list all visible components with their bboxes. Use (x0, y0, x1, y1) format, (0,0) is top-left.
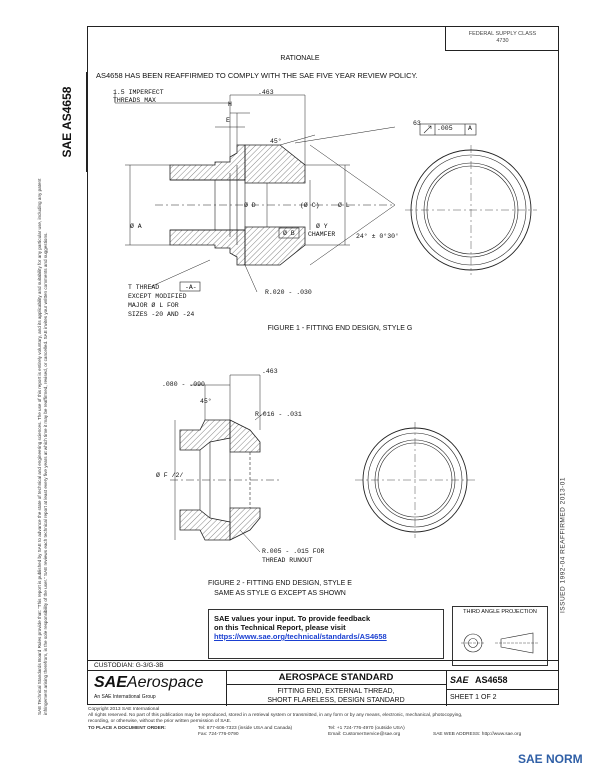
figure1-drawing (114, 93, 537, 293)
side-divider (86, 72, 87, 172)
fig2-label-45: 45° (200, 398, 212, 405)
fig1-label-except1: EXCEPT MODIFIED (128, 293, 187, 300)
fig1-label-except2: MAJOR Ø L FOR (128, 302, 179, 309)
document-title-line2: SHORT FLARELESS, DESIGN STANDARD (267, 697, 405, 704)
title-block-right: SAE AS4658 SHEET 1 OF 2 (446, 671, 558, 706)
fig1-lower-nose (244, 226, 306, 266)
feedback-link[interactable]: https://www.sae.org/technical/standards/… (214, 632, 387, 641)
projection-title: THIRD ANGLE PROJECTION (463, 609, 537, 615)
fig2-upper-section (179, 419, 231, 451)
federal-supply-class-box: FEDERAL SUPPLY CLASS 4730 (445, 26, 559, 51)
fig1-datum-ref: A (468, 125, 472, 132)
fig1-label-t-thread: T THREAD (128, 284, 160, 291)
fig1-label-45: 45° (270, 138, 282, 145)
fig1-label-except3: SIZES -20 AND -24 (128, 311, 195, 318)
footer-rights: All rights reserved. No part of this pub… (88, 713, 463, 719)
fig1-label-dia-a: Ø A (130, 223, 142, 230)
rationale-text: AS4658 HAS BEEN REAFFIRMED TO COMPLY WIT… (96, 71, 418, 80)
fig1-label-dia-c: (Ø C) (300, 202, 320, 209)
fig1-upper-nose (244, 144, 306, 184)
fig1-label-dia-b: Ø B (283, 230, 295, 237)
fig1-label-dia-d: Ø D (244, 202, 256, 209)
fig1-label-dia-l: Ø L (338, 202, 350, 209)
third-angle-projection: THIRD ANGLE PROJECTION (452, 606, 548, 666)
footer-email: Email: CustomerService@sae.org (328, 731, 401, 737)
custodian: CUSTODIAN: G-3/G-3B (88, 660, 558, 670)
fig1-label-threads-max: THREADS MAX (113, 97, 156, 104)
issued-reaffirmed-vertical: ISSUED 1992-04 REAFFIRMED 2013-01 (559, 476, 567, 614)
fig1-label-dia-y: Ø Y (316, 223, 328, 230)
fedreg-line2: 4730 (496, 38, 509, 44)
document-number: AS4658 (475, 675, 508, 685)
fig2-label-dia-f: Ø F /2/ (156, 472, 184, 479)
feedback-line2: on this Technical Report, please visit (214, 623, 346, 632)
fig2-label-thread-runout: THREAD RUNOUT (262, 557, 313, 564)
footer: Copyright 2013 SAE International All rig… (88, 707, 558, 740)
feedback-line1: SAE values your input. To provide feedba… (214, 614, 371, 623)
fig1-tolerance: .005 (437, 125, 453, 132)
figure2-drawing (170, 374, 475, 553)
figure2-caption: FIGURE 2 - FITTING END DESIGN, STYLE E (208, 580, 352, 587)
sheet-number: SHEET 1 OF 2 (450, 694, 497, 701)
fig2-label-radius-016: R.016 - .031 (255, 411, 302, 418)
aerospace-standard-heading: AEROSPACE STANDARD (226, 671, 446, 685)
sae-norm-watermark: SAE NORM (518, 752, 583, 766)
footer-order-label: TO PLACE A DOCUMENT ORDER: (88, 725, 166, 731)
document-title-line1: FITTING END, EXTERNAL THREAD, (277, 688, 395, 695)
footer-rights-2: recording, or otherwise, without the pri… (88, 719, 232, 725)
fig1-label-chamfer: CHAMFER (308, 231, 336, 238)
title-block: SAEAerospace An SAE International Group … (88, 670, 558, 706)
rationale-heading: RATIONALE (280, 55, 320, 62)
side-doc-id: SAE AS4658 (60, 86, 74, 158)
fig1-label-463: .463 (258, 89, 274, 96)
footer-web[interactable]: SAE WEB ADDRESS: http://www.sae.org (433, 731, 522, 737)
fig1-label-radius: R.020 - .030 (265, 289, 312, 296)
fig1-label-imperfect: 1.5 IMPERFECT (113, 89, 164, 96)
projection-symbol-icon (461, 632, 539, 654)
fig1-lower-section (169, 229, 246, 266)
fig1-surface-finish: 63 (413, 120, 421, 127)
footer-fax: Fax: 724-776-0790 (198, 731, 239, 737)
fig2-upper-nose (229, 419, 261, 453)
fig2-label-080: .080 - .090 (162, 381, 205, 388)
fig1-label-e: E (226, 117, 230, 124)
fig1-label-h: H (228, 101, 232, 108)
fedreg-line1: FEDERAL SUPPLY CLASS (468, 31, 537, 37)
footer-tel: Tel: 877-606-7323 (inside USA and Canada… (198, 725, 293, 731)
fig2-lower-section (179, 509, 231, 541)
fig2-label-463: .463 (262, 368, 278, 375)
figure2-subcaption: SAME AS STYLE G EXCEPT AS SHOWN (214, 590, 346, 597)
title-block-middle: AEROSPACE STANDARD FITTING END, EXTERNAL… (226, 671, 447, 706)
fig2-lower-nose (229, 507, 261, 541)
feedback-box: SAE values your input. To provide feedba… (208, 609, 444, 659)
drawing-frame (87, 26, 559, 705)
figure1-caption: FIGURE 1 - FITTING END DESIGN, STYLE G (267, 325, 413, 332)
fig1-end-view (405, 145, 537, 275)
fig1-label-datum-a: -A- (185, 284, 197, 291)
side-disclaimer: SAE Technical Standards Board Rules prov… (36, 178, 48, 715)
fig1-upper-section (169, 144, 246, 181)
sae-aerospace-logo: SAEAerospace An SAE International Group (88, 671, 227, 706)
footer-copyright: Copyright 2013 SAE International (88, 707, 160, 712)
fig1-label-angle-24: 24° ± 0°30' (356, 233, 399, 240)
fig2-label-radius-005: R.005 - .015 FOR (262, 548, 325, 555)
fig2-end-view (355, 422, 475, 538)
sae-mark: SAE (450, 675, 469, 685)
footer-tel2: Tel: +1 724-776-4970 (outside USA) (328, 725, 405, 731)
